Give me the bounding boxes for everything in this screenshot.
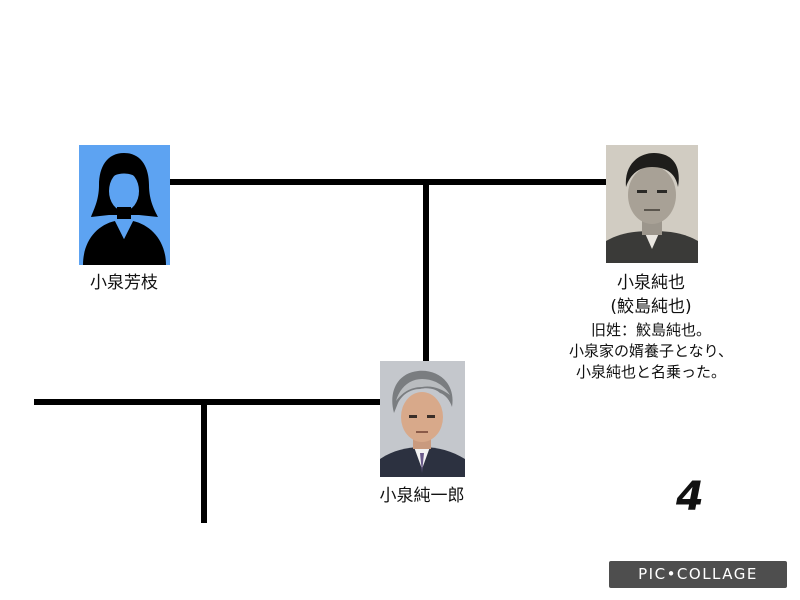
man-portrait-sepia-icon — [606, 145, 698, 263]
man-portrait-color-icon — [380, 361, 465, 477]
marriage-line — [170, 179, 606, 185]
yoshie-photo — [79, 145, 170, 265]
note-line-3: 小泉純也と名乗った。 — [575, 363, 726, 381]
junya-note: 旧姓：鮫島純也。 小泉家の婿養子となり、 小泉純也と名乗った。 — [548, 320, 754, 383]
note-line-1: 旧姓：鮫島純也。 — [590, 321, 711, 339]
junichiro-photo — [380, 361, 465, 477]
silhouette-avatar-icon — [79, 145, 170, 265]
junya-alt-name: (鮫島純也) — [610, 297, 692, 317]
junya-photo — [606, 145, 698, 263]
yoshie-name: 小泉芳枝 — [90, 273, 158, 293]
junya-name: 小泉純也 — [617, 273, 685, 293]
note-line-2: 小泉家の婿養子となり、 — [569, 342, 733, 360]
junichiro-name: 小泉純一郎 — [379, 486, 465, 506]
child-connector-line — [34, 399, 380, 405]
descendant-branch-line — [201, 401, 207, 523]
pic-collage-watermark: PIC•COLLAGE — [609, 561, 787, 588]
page-number: 4 — [676, 474, 704, 520]
descent-line — [423, 183, 429, 361]
